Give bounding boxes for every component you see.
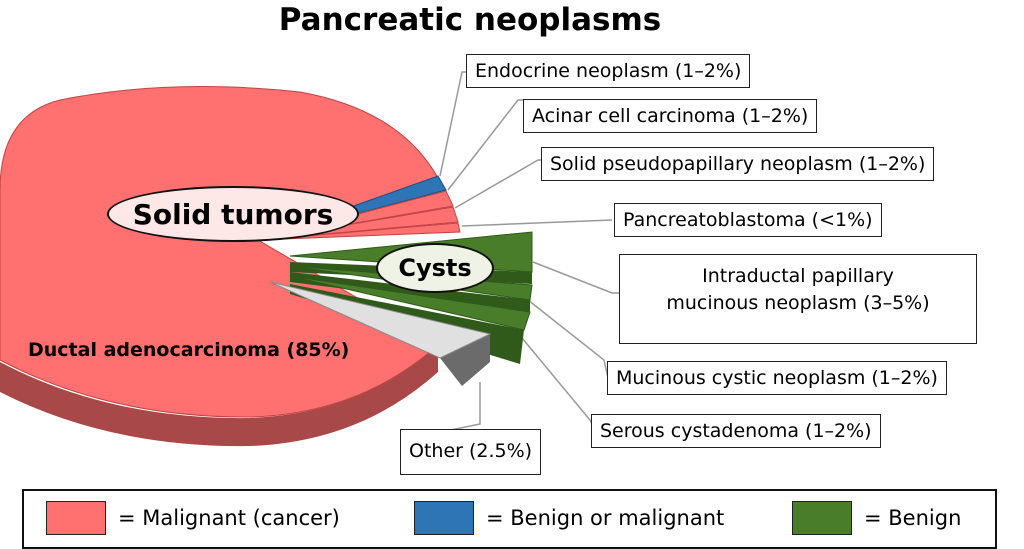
legend-swatch-benign: [792, 501, 852, 535]
leader-lines: [401, 71, 620, 441]
pie-slice-other-side: [440, 334, 490, 386]
solid-tumors-group-label: Solid tumors: [107, 186, 359, 242]
leader-line-spn: [454, 159, 546, 209]
pie-slice-serous: [289, 275, 531, 331]
slice-label-endocrine: Endocrine neoplasm (1–2%): [466, 54, 751, 88]
pie-slice-other: [269, 281, 492, 359]
slice-label-acinar: Acinar cell carcinoma (1–2%): [523, 99, 818, 133]
legend-label-benign: = Benign: [864, 506, 962, 530]
legend-swatch-benign-or-malignant: [414, 501, 474, 535]
slice-label-mcn: Mucinous cystic neoplasm (1–2%): [607, 361, 947, 395]
leader-line-pancreatoblastoma: [461, 219, 613, 227]
leader-line-serous: [521, 337, 597, 433]
legend: = Malignant (cancer) = Benign or maligna…: [22, 489, 997, 549]
pie-slice-ductal: [0, 86, 439, 418]
slice-label-ductal: Ductal adenocarcinoma (85%): [28, 339, 350, 361]
leader-line-acinar: [447, 99, 526, 191]
ductal-slice-side: [0, 345, 438, 447]
legend-label-benign-or-malignant: = Benign or malignant: [486, 506, 725, 530]
leader-line-mcn: [527, 299, 609, 379]
slice-label-other: Other (2.5%): [400, 429, 542, 475]
legend-item-benign-or-malignant: = Benign or malignant: [414, 501, 724, 535]
pie-slice-mcn-side: [290, 272, 530, 312]
legend-item-malignant: = Malignant (cancer): [46, 501, 340, 535]
slice-label-spn: Solid pseudopapillary neoplasm (1–2%): [541, 147, 935, 181]
leader-line-ipmn: [532, 261, 620, 294]
cysts-group-label: Cysts: [376, 243, 494, 293]
chart-title: Pancreatic neoplasms: [278, 2, 662, 38]
legend-item-benign: = Benign: [792, 501, 961, 535]
legend-label-malignant: = Malignant (cancer): [118, 506, 340, 530]
slice-label-pancreatoblastoma: Pancreatoblastoma (<1%): [614, 203, 882, 237]
slice-label-serous: Serous cystadenoma (1–2%): [591, 414, 881, 448]
legend-swatch-malignant: [46, 501, 106, 535]
